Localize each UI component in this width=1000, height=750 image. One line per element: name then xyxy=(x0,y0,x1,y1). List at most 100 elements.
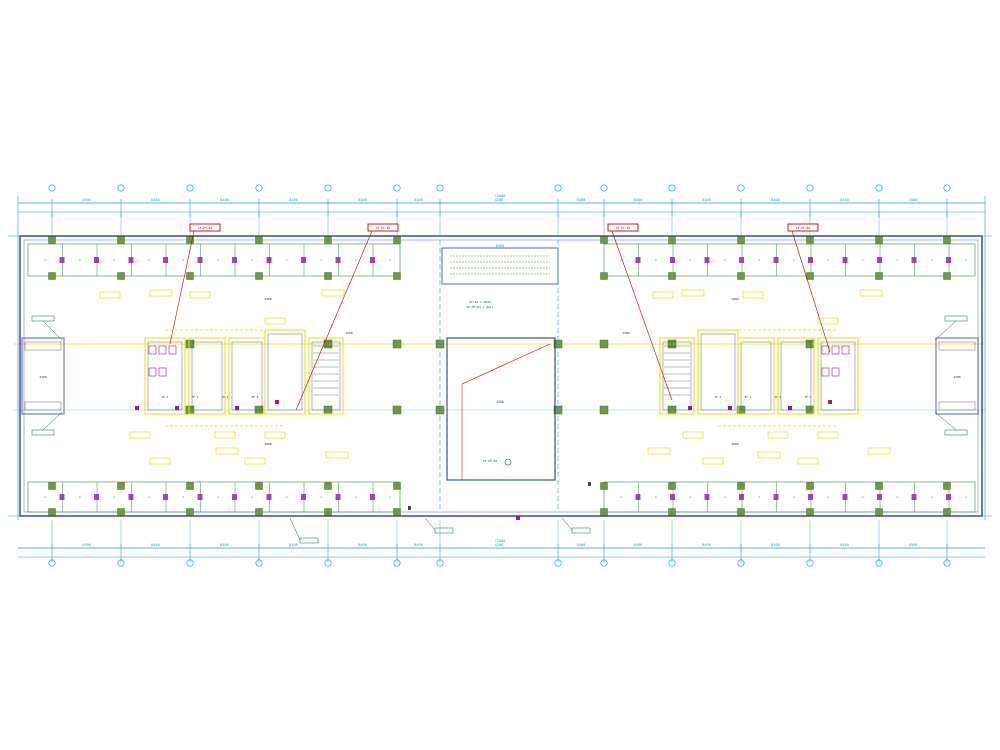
column xyxy=(668,272,676,280)
equipment-text: PF-1 xyxy=(192,395,199,399)
dimension-text: 8400 xyxy=(577,198,586,202)
core-room-inner xyxy=(267,333,303,411)
outer-wall xyxy=(19,235,983,517)
note-box xyxy=(149,457,171,465)
column xyxy=(255,272,263,280)
damper-marker xyxy=(135,406,139,410)
axis-bubble xyxy=(943,184,951,192)
column xyxy=(255,482,263,490)
core-room xyxy=(308,337,344,415)
axis-bubble xyxy=(737,184,745,192)
red-tag xyxy=(787,223,819,232)
red-tag xyxy=(607,223,639,232)
column xyxy=(805,339,815,349)
fixture-block xyxy=(266,494,272,500)
room-tag: A xyxy=(724,258,726,262)
note-box xyxy=(652,291,674,299)
room-tag: A xyxy=(862,258,864,262)
toilet-fixture xyxy=(841,345,850,355)
column xyxy=(668,482,676,490)
core-room-inner xyxy=(662,341,692,411)
core-room-inner xyxy=(740,341,772,411)
dimension-text: 8400 xyxy=(358,198,367,202)
hall-note-box xyxy=(321,289,345,297)
canopy xyxy=(938,401,976,411)
axis-bubble xyxy=(668,184,676,192)
column xyxy=(185,339,195,349)
fixture-block xyxy=(911,494,917,500)
fixture-block xyxy=(163,257,168,263)
room-tag: A xyxy=(389,495,391,499)
room-tag: A xyxy=(320,258,322,262)
note-box xyxy=(817,431,839,439)
equipment-text: PF-1 xyxy=(745,395,752,399)
column xyxy=(324,272,332,280)
total-dimension-text: 72000 xyxy=(495,539,506,543)
column xyxy=(324,236,332,244)
column xyxy=(117,236,125,244)
fixture-block xyxy=(197,494,203,500)
fixture-block xyxy=(808,257,813,263)
axis-bubble xyxy=(393,184,401,192)
canopy xyxy=(24,401,62,411)
column xyxy=(600,482,608,490)
column xyxy=(255,236,263,244)
dimension-text: 8400 xyxy=(634,543,643,547)
column xyxy=(393,272,401,280)
column xyxy=(667,339,677,349)
fixture-block xyxy=(232,257,237,263)
room-tag: A xyxy=(355,495,357,499)
tag-leader xyxy=(169,230,195,345)
dimension-text: 8400 xyxy=(771,543,780,547)
hall-label: 2400 xyxy=(731,297,738,301)
fixture-block xyxy=(739,257,744,263)
room-tag: A xyxy=(655,495,657,499)
fixture-block xyxy=(232,494,237,500)
column xyxy=(324,482,332,490)
axis-bubble xyxy=(186,184,194,192)
fixture-block xyxy=(946,494,951,500)
column xyxy=(737,482,745,490)
bottom-room-band-right xyxy=(603,481,976,513)
column xyxy=(186,236,194,244)
fixture-block xyxy=(335,257,341,263)
room-tag: A xyxy=(827,495,829,499)
dimension-text: 4200 xyxy=(495,198,504,202)
damper-marker xyxy=(275,400,279,404)
axis-bubble xyxy=(117,184,125,192)
side-leader xyxy=(934,320,957,341)
core-room-inner xyxy=(147,341,183,411)
equipment-symbol xyxy=(504,458,512,466)
fixture-block xyxy=(670,257,675,263)
room-tag: A xyxy=(931,495,933,499)
toilet-fixture xyxy=(831,367,840,377)
fixture-block xyxy=(163,494,168,500)
fixture-block xyxy=(335,494,341,500)
note-box xyxy=(244,457,266,465)
canopy xyxy=(24,341,62,351)
room-tag: A xyxy=(113,258,115,262)
red-tag-text: SF-PF-B2 xyxy=(376,226,391,230)
core-room-inner xyxy=(311,341,341,411)
axis-bubble xyxy=(324,184,332,192)
damper-marker xyxy=(828,400,832,404)
room-tag: A xyxy=(689,495,691,499)
core-room xyxy=(144,337,186,415)
room-tag: A xyxy=(655,258,657,262)
room-tag: A xyxy=(182,495,184,499)
hall-note-box xyxy=(325,451,349,459)
dimension-text: 8400 xyxy=(220,543,229,547)
column xyxy=(48,482,56,490)
damper-marker xyxy=(688,406,692,410)
red-tag xyxy=(189,223,221,232)
dimension-text: 8400 xyxy=(414,543,423,547)
column xyxy=(324,508,332,516)
column xyxy=(599,405,609,415)
column xyxy=(392,339,402,349)
room-tag: A xyxy=(79,495,81,499)
core-room xyxy=(777,337,815,415)
room-tag: A xyxy=(251,495,253,499)
column xyxy=(393,482,401,490)
